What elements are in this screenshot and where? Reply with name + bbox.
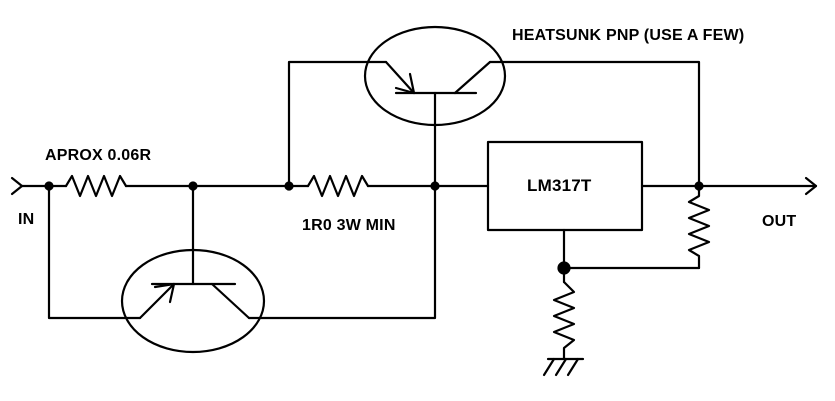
upper-collector-wire <box>488 60 701 188</box>
heatsunk-label: HEATSUNK PNP (USE A FEW) <box>512 27 745 44</box>
lower-transistor-collector <box>210 282 251 320</box>
ground-resistor <box>552 280 576 360</box>
ground-hatch-3 <box>566 357 580 377</box>
ground-hatch-2 <box>554 357 568 377</box>
lower-emitter-arrow <box>153 282 176 304</box>
input-arrow <box>10 176 24 196</box>
lower-transistor-circle <box>120 248 266 354</box>
ground-hatch-1 <box>542 357 556 377</box>
in-label: IN <box>18 211 35 228</box>
aprox-label: APROX 0.06R <box>45 147 152 164</box>
upper-transistor-collector <box>453 60 492 95</box>
in-to-lower-emitter-wire <box>47 184 142 320</box>
upper-transistor-emitter <box>384 60 416 95</box>
out-label: OUT <box>762 213 797 230</box>
lm317-label: LM317T <box>527 176 592 195</box>
output-arrow <box>804 176 818 196</box>
resistor-1r0-label: 1R0 3W MIN <box>302 217 396 234</box>
upper-emitter-wire <box>287 60 388 188</box>
lower-collector-wire <box>247 184 437 320</box>
lower-transistor-emitter <box>138 282 176 320</box>
upper-emitter-arrow <box>394 72 416 95</box>
output-divider-resistor <box>687 184 711 270</box>
resistor-1r0 <box>306 174 370 198</box>
sense-resistor <box>64 174 128 198</box>
